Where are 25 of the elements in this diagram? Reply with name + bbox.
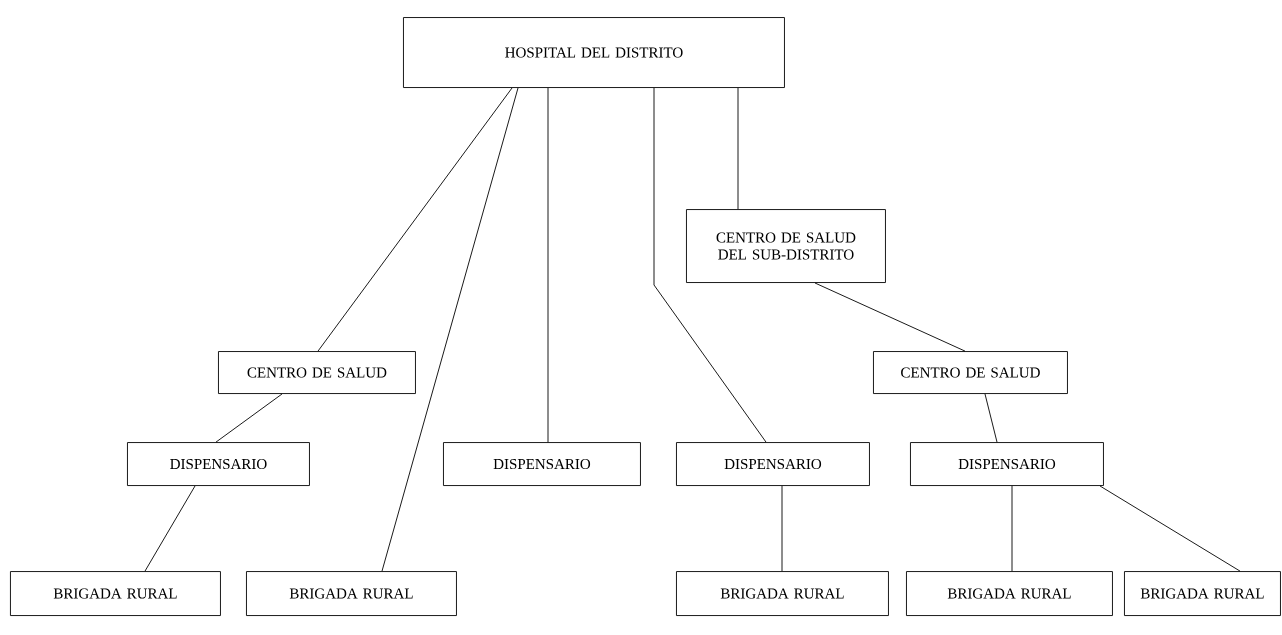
org-box: BRIGADA RURAL	[246, 571, 457, 616]
connector-line	[653, 87, 767, 443]
org-box: DISPENSARIO	[910, 442, 1104, 486]
org-box: BRIGADA RURAL	[1124, 571, 1281, 616]
org-box: DISPENSARIO	[676, 442, 870, 486]
org-box: DISPENSARIO	[443, 442, 641, 486]
connector-line	[381, 87, 519, 572]
org-box: HOSPITAL DEL DISTRITO	[403, 17, 785, 88]
connector-line	[781, 485, 783, 572]
connector-line	[984, 393, 998, 443]
connector-line	[144, 485, 196, 572]
connector-line	[1099, 485, 1241, 572]
connector-line	[737, 87, 739, 210]
connector-line	[547, 87, 549, 443]
connector-line	[814, 282, 966, 352]
org-box: CENTRO DE SALUD DEL SUB-DISTRITO	[686, 209, 886, 283]
org-box: CENTRO DE SALUD	[873, 351, 1068, 394]
org-box: BRIGADA RURAL	[10, 571, 221, 616]
org-box: DISPENSARIO	[127, 442, 310, 486]
connector-line	[215, 393, 283, 443]
connector-line	[317, 87, 513, 352]
org-box: CENTRO DE SALUD	[218, 351, 416, 394]
connector-line	[1011, 485, 1013, 572]
org-box: BRIGADA RURAL	[676, 571, 889, 616]
org-box: BRIGADA RURAL	[906, 571, 1113, 616]
